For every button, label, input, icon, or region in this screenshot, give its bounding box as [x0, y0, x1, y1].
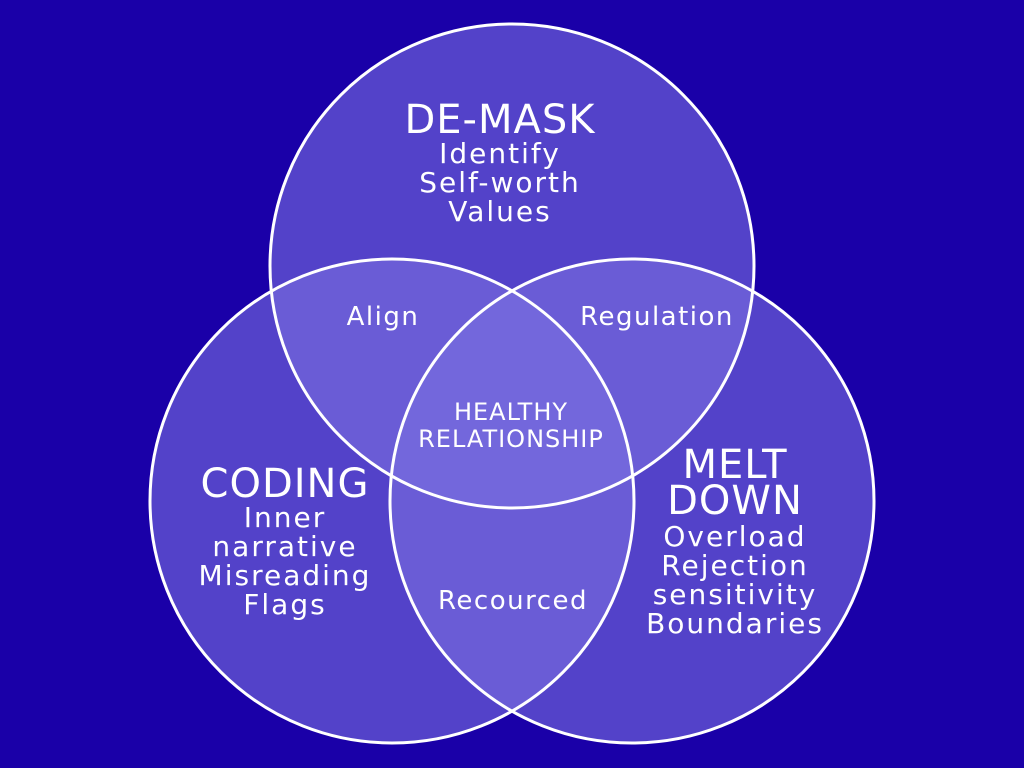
circle-outlines — [148, 22, 876, 745]
right-circle-item: sensitivity — [653, 578, 818, 611]
left-circle-title: CODING — [201, 461, 370, 507]
left-circle-item: Misreading — [199, 559, 372, 592]
circle-right-outline — [388, 257, 876, 745]
right-circle-title: MELT — [683, 442, 788, 488]
top-circle-item: Self-worth — [419, 166, 580, 199]
right-circle-item: Overload — [663, 520, 806, 553]
left-circle-item: Inner — [244, 501, 327, 534]
circle-left-outline — [148, 257, 636, 745]
overlap-top-right-label: Regulation — [580, 302, 734, 332]
top-circle-title: DE-MASK — [404, 97, 596, 143]
top-circle-item: Values — [448, 195, 551, 228]
overlap-top-left-label: Align — [347, 302, 420, 332]
right-circle-item: Rejection — [661, 549, 808, 582]
circle-fills — [150, 24, 874, 743]
right-circle-item: Boundaries — [646, 607, 824, 640]
left-circle-item: Flags — [243, 588, 326, 621]
left-circle-item: narrative — [212, 530, 357, 563]
top-circle-item: Identify — [439, 137, 561, 170]
circle-top-outline — [268, 22, 756, 510]
right-circle-title: DOWN — [667, 478, 803, 524]
overlap-left-right-label: Recourced — [438, 586, 588, 616]
center-label: HEALTHY — [454, 398, 568, 426]
circle-right — [390, 259, 874, 743]
center-label: RELATIONSHIP — [418, 425, 604, 453]
